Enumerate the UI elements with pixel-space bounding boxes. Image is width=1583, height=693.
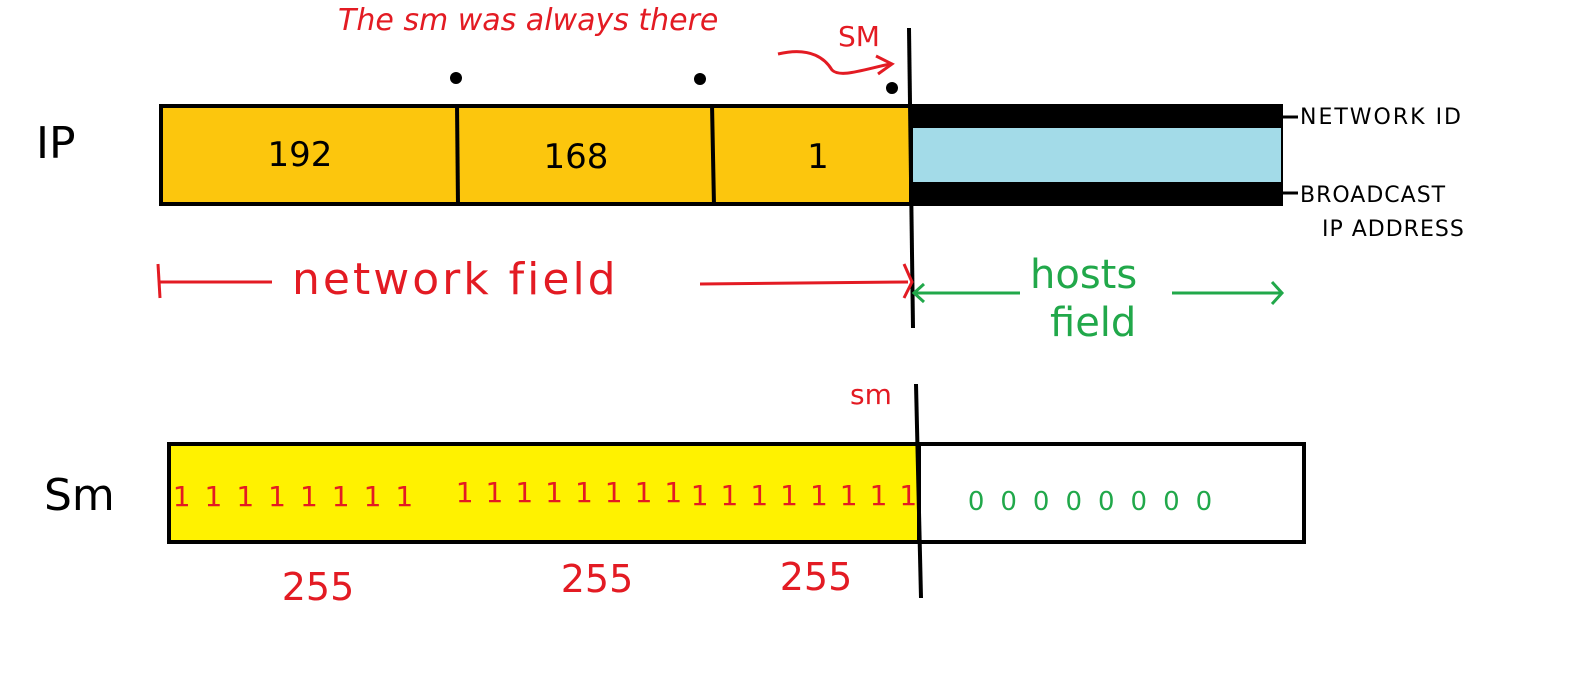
sm-value-2: 255 — [561, 557, 634, 601]
octet-dot-1 — [450, 72, 462, 84]
network-field-arrowhead — [902, 263, 914, 299]
network-field-start-tick — [156, 263, 162, 299]
ip-host-range — [913, 128, 1281, 182]
ip-octet-2: 168 — [544, 137, 609, 177]
ip-boundary-line — [907, 27, 915, 329]
sm-pointer-arrowhead — [875, 54, 895, 76]
ip-octet-divider-1 — [455, 103, 460, 207]
sm-value-1: 255 — [282, 565, 355, 609]
hosts-field-arrowhead-right — [1270, 280, 1285, 306]
sm-bits-octet-1: 11111111 — [173, 480, 428, 513]
octet-dot-3 — [886, 82, 898, 94]
ip-boundary-label: SM — [838, 20, 880, 53]
ip-row-label: IP — [36, 118, 76, 169]
sm-boundary-label: sm — [850, 378, 892, 411]
ip-octet-1: 192 — [268, 135, 333, 175]
ip-octet-3: 1 — [807, 137, 829, 177]
octet-dot-2 — [694, 73, 706, 85]
hosts-field-label-line1: hosts — [1030, 252, 1137, 298]
sm-pointer-arrow — [777, 50, 891, 75]
hosts-field-label-line2: field — [1050, 300, 1136, 346]
sm-bits-octet-3: 11111111 — [691, 479, 930, 512]
network-field-arrow-right — [699, 280, 909, 286]
network-field-label: network field — [292, 254, 619, 305]
network-id-label: NETWORK ID — [1300, 105, 1463, 130]
sm-row-label: Sm — [44, 470, 115, 521]
sm-host-bits: 00000000 — [968, 487, 1228, 517]
sm-value-3: 255 — [780, 555, 853, 599]
broadcast-label-line2: IP ADDRESS — [1322, 217, 1465, 242]
ip-octet-divider-2 — [710, 103, 716, 207]
hosts-field-arrowhead-left — [911, 282, 926, 304]
sm-boundary-line — [914, 383, 923, 599]
sm-bits-octet-2: 11111111 — [456, 476, 695, 509]
sm-network-portion — [167, 442, 921, 544]
top-note: The sm was always there — [338, 3, 718, 38]
broadcast-label-line1: BROADCAST — [1300, 183, 1446, 208]
